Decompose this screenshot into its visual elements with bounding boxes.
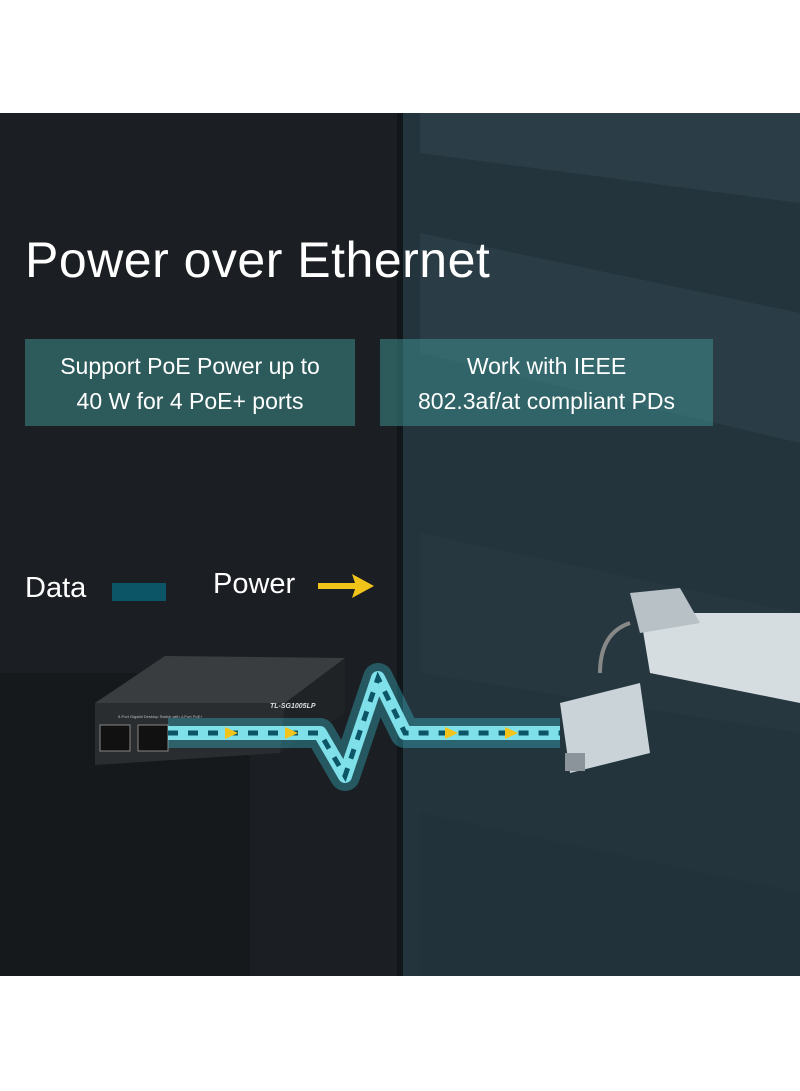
poe-banner: Power over Ethernet Support PoE Power up…	[0, 113, 800, 976]
legend-power-label: Power	[213, 568, 296, 600]
page-title: Power over Ethernet	[25, 232, 491, 288]
switch-model-label: TL-SG1005LP	[270, 703, 316, 710]
power-arrow-icon	[318, 574, 374, 598]
feature-box-poe-power: Support PoE Power up to 40 W for 4 PoE+ …	[25, 339, 355, 426]
switch-description: 5-Port Gigabit Desktop Switch with 4-Por…	[118, 714, 203, 719]
background-building	[0, 113, 800, 976]
feature-line: 40 W for 4 PoE+ ports	[76, 388, 304, 414]
feature-line: Work with IEEE	[466, 353, 627, 379]
legend-data-swatch	[112, 583, 166, 601]
legend-data-label: Data	[25, 572, 87, 604]
security-camera	[560, 588, 800, 773]
feature-box-ieee: Work with IEEE 802.3af/at compliant PDs	[380, 339, 713, 426]
feature-line: Support PoE Power up to	[60, 353, 320, 379]
feature-line: 802.3af/at compliant PDs	[418, 388, 675, 414]
poe-cable	[168, 663, 560, 791]
